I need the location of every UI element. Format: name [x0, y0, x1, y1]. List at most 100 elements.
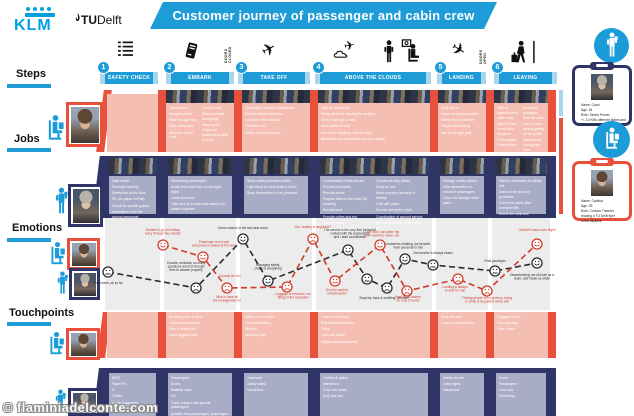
step-bar-cap	[426, 72, 431, 84]
passenger-jobs-photo-strip	[438, 90, 486, 103]
list-item: Stretch the legs & walk	[321, 118, 356, 123]
crew-jobs-photo-strip	[495, 158, 547, 174]
list-item: Debriefing	[499, 394, 515, 399]
passenger-jobs-photo	[66, 102, 103, 147]
list-item: Seat & safety belt	[169, 327, 196, 332]
step-number: 4	[312, 61, 325, 74]
list-item: Interphone	[443, 388, 460, 393]
column-separator	[548, 312, 556, 358]
list-item: Window	[245, 327, 258, 332]
list-item: in the airplane	[581, 219, 602, 224]
list-item: Crew instructions	[245, 321, 272, 326]
passenger-seated-icon	[47, 331, 66, 358]
crew-jobs-photo-strip	[319, 158, 429, 174]
list-item: Coordination of second service	[376, 214, 423, 219]
step-number: 1	[97, 61, 110, 74]
list-item: Jumpseat	[247, 376, 262, 380]
column-separator	[486, 90, 494, 152]
badge-clip	[590, 62, 614, 70]
crew-and-passenger-icon	[382, 39, 420, 63]
list-item: Walk quickly through the tube	[523, 138, 542, 152]
banner: Customer journey of passenger and cabin …	[150, 2, 497, 29]
row-label-underline	[7, 84, 51, 88]
column-separator	[234, 312, 242, 358]
list-item: Pre-flight catering	[112, 185, 139, 190]
list-item: Interphone	[247, 388, 264, 393]
list-item: Stand up for neighbour passengers (seat …	[202, 123, 229, 142]
list-item: Coordination of first service	[323, 179, 365, 183]
list-item: Doors	[171, 382, 181, 387]
step-label: LANDING	[449, 75, 474, 81]
emotion-column-stripe	[436, 218, 488, 310]
emotion-column-stripe	[240, 218, 312, 310]
list-item: Assist them (are they on the right fligh…	[171, 185, 221, 195]
crew-jobs-photo-strip	[108, 158, 157, 174]
step-bar-cap	[494, 72, 499, 84]
list-item: PIL (on paper & iPad)	[112, 197, 145, 202]
column-separator	[430, 312, 438, 358]
crew-standing-icon	[56, 270, 69, 297]
list-item: Curtain check	[323, 220, 344, 225]
badge-clip	[590, 158, 614, 166]
row-label-touchpoints: Touchpoints	[9, 307, 75, 319]
emotion-column-stripe	[105, 218, 160, 310]
edge-strip	[559, 118, 563, 214]
list-item: Welcoming passengers	[171, 179, 207, 183]
passenger-seated-icon	[48, 241, 67, 268]
list-item: Sleep (afraid of missing the service)	[321, 112, 375, 117]
checklist-icon	[118, 40, 133, 59]
plane-takeoff-icon: ✈	[258, 37, 280, 62]
column-separator	[548, 90, 556, 152]
passenger-emotions-photo	[67, 238, 100, 270]
list-item: WGS	[112, 376, 121, 380]
list-item: reading a TU Delft flyer	[581, 214, 615, 219]
list-item: Crew bus	[499, 388, 514, 393]
tudelft-delft: Delft	[97, 13, 122, 27]
list-item: Routine safety instruction	[245, 112, 284, 117]
klm-crown-icon	[25, 13, 55, 17]
list-item: Take newspaper	[169, 124, 194, 129]
step-label: LEAVING	[513, 75, 538, 81]
row-label-underline	[7, 322, 51, 326]
passenger-jobs-photo-strip	[318, 90, 430, 103]
list-item: Entertainment system	[321, 321, 354, 326]
list-item: Prepare time for the meal (30 minutes)	[323, 197, 368, 207]
list-item: Stand in line to exit from the plane	[497, 122, 516, 136]
list-item: Take care of 'people who want to be seat…	[171, 202, 225, 212]
step-bar-cap	[229, 72, 234, 84]
list-item: Boarding pass & ticket	[169, 315, 203, 319]
tudelft-tu: TU	[81, 13, 97, 27]
list-item: Role: Senior Purser	[581, 113, 610, 118]
step-bar-landing: LANDING	[437, 72, 486, 84]
row-label-underline	[7, 148, 51, 152]
step-number: 2	[163, 61, 176, 74]
list-item: Role: Curious Traveler	[581, 209, 614, 214]
list-item: Age: 54	[581, 108, 593, 113]
step-bar-above-the-clouds: ABOVE THE CLOUDS	[315, 72, 431, 84]
list-item: Chairs in upright position	[441, 112, 479, 117]
column-separator	[234, 90, 242, 152]
row-label-underline	[7, 238, 51, 242]
column-separator	[430, 90, 438, 152]
list-item: Look out of the window	[245, 118, 280, 123]
step-bar-take-off: TAKE OFF	[238, 72, 310, 84]
list-item: Eat & free shopping until the toilet	[321, 130, 372, 135]
passenger-jobs-photo-strip	[242, 90, 310, 103]
step-bar-cap	[481, 72, 486, 84]
list-item: Cold & warm feeling getting off the plan…	[523, 122, 545, 136]
list-item: Passengers	[499, 382, 517, 387]
list-item: Gate check	[112, 179, 130, 183]
